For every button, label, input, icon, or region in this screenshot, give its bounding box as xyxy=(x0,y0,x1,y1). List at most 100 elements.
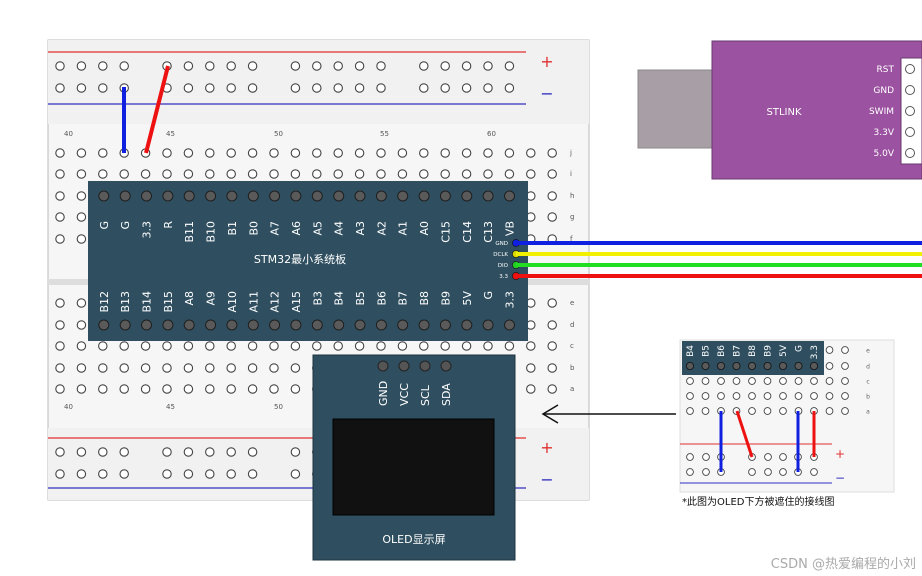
stlink-pin xyxy=(905,64,915,74)
stm32-pin xyxy=(226,190,238,202)
inset-pin-label: B5 xyxy=(702,345,712,357)
terminal-hole xyxy=(247,341,258,351)
stm32-pin-label: A10 xyxy=(226,291,239,313)
rail-hole xyxy=(205,469,215,479)
top-rail-plus-sign: + xyxy=(540,52,553,71)
inset-hole xyxy=(794,392,803,400)
terminal-hole xyxy=(55,320,65,330)
stm32-pin xyxy=(162,319,174,331)
terminal-hole xyxy=(333,148,343,158)
rail-hole xyxy=(419,61,429,71)
stm32-board-body xyxy=(88,181,528,341)
inset-rail-hole xyxy=(686,468,694,476)
oled-pin-label: SDA xyxy=(440,383,453,406)
rail-hole xyxy=(504,83,515,93)
rail-hole xyxy=(55,83,65,93)
terminal-hole xyxy=(504,341,515,351)
inset-rail-hole xyxy=(779,468,787,476)
terminal-hole xyxy=(269,384,279,394)
breadboard-top-rail xyxy=(48,40,589,124)
terminal-hole xyxy=(333,341,343,351)
stm32-pin xyxy=(183,319,195,331)
terminal-hole xyxy=(419,148,429,158)
stm32-pin xyxy=(205,319,217,331)
rail-hole xyxy=(333,61,343,71)
terminal-hole xyxy=(226,384,236,394)
rail-hole xyxy=(205,61,215,71)
stm32-pin xyxy=(119,190,131,202)
stm32-pin xyxy=(183,190,195,202)
row-letter: e xyxy=(570,299,574,307)
inset-row-letter: a xyxy=(866,409,870,416)
rail-hole xyxy=(290,447,301,457)
stm32-pin-label: A9 xyxy=(205,291,218,306)
rail-hole xyxy=(440,61,450,71)
terminal-hole xyxy=(162,148,172,158)
terminal-hole xyxy=(183,169,194,179)
inset-plus-sign: + xyxy=(835,447,845,461)
rail-hole xyxy=(226,61,236,71)
terminal-hole xyxy=(98,384,108,394)
inset-hole xyxy=(825,362,834,370)
terminal-hole xyxy=(205,384,215,394)
terminal-hole xyxy=(461,148,472,158)
inset-pin xyxy=(794,361,803,370)
terminal-hole xyxy=(76,234,87,244)
inset-hole xyxy=(779,392,787,400)
terminal-hole xyxy=(354,341,365,351)
terminal-hole xyxy=(547,363,557,373)
terminal-hole xyxy=(183,148,194,158)
terminal-hole xyxy=(376,148,386,158)
terminal-hole xyxy=(461,169,472,179)
terminal-hole xyxy=(162,341,172,351)
terminal-hole xyxy=(333,169,343,179)
arrow-head xyxy=(541,404,559,424)
rail-hole xyxy=(354,83,365,93)
inset-hole xyxy=(779,377,787,385)
row-letter: j xyxy=(569,149,572,157)
inset-hole xyxy=(825,392,834,400)
stlink-pin-label: 5.0V xyxy=(874,149,895,159)
terminal-hole xyxy=(162,169,172,179)
rail-hole xyxy=(226,469,236,479)
oled-pin xyxy=(398,360,410,372)
terminal-hole xyxy=(76,363,87,373)
stlink-usb-plug xyxy=(637,69,715,149)
inset-hole xyxy=(717,377,725,385)
terminal-hole xyxy=(247,384,258,394)
inset-hole xyxy=(717,392,725,400)
inset-hole xyxy=(841,362,849,370)
inset-minus-sign: − xyxy=(835,471,845,485)
stm32-pin-label: B6 xyxy=(375,291,388,306)
terminal-hole xyxy=(226,363,236,373)
terminal-hole xyxy=(119,363,129,373)
rail-hole xyxy=(226,447,236,457)
stm32-pin-label: B0 xyxy=(247,221,260,236)
row-letter: d xyxy=(570,321,574,329)
inset-hole xyxy=(686,377,694,385)
inset-hole xyxy=(732,377,741,385)
stm32-pin xyxy=(397,190,409,202)
watermark: CSDN @热爱编程的小刘 xyxy=(771,556,916,572)
rail-hole xyxy=(247,83,258,93)
stm32-pin-label: 3.3 xyxy=(141,221,154,239)
rail-hole xyxy=(183,469,194,479)
terminal-hole xyxy=(119,341,129,351)
terminal-hole xyxy=(98,169,108,179)
terminal-hole xyxy=(483,169,493,179)
inset-hole xyxy=(748,377,756,385)
terminal-hole xyxy=(205,363,215,373)
terminal-hole xyxy=(440,148,450,158)
terminal-hole xyxy=(76,169,87,179)
terminal-hole xyxy=(354,148,365,158)
stlink-body xyxy=(711,40,922,180)
rail-hole xyxy=(461,61,472,71)
terminal-hole xyxy=(247,169,258,179)
inset-row-letter: c xyxy=(866,379,869,386)
terminal-hole xyxy=(526,363,536,373)
stm32-pin-label: A6 xyxy=(290,221,303,236)
rail-hole xyxy=(483,61,493,71)
rail-hole xyxy=(119,447,129,457)
